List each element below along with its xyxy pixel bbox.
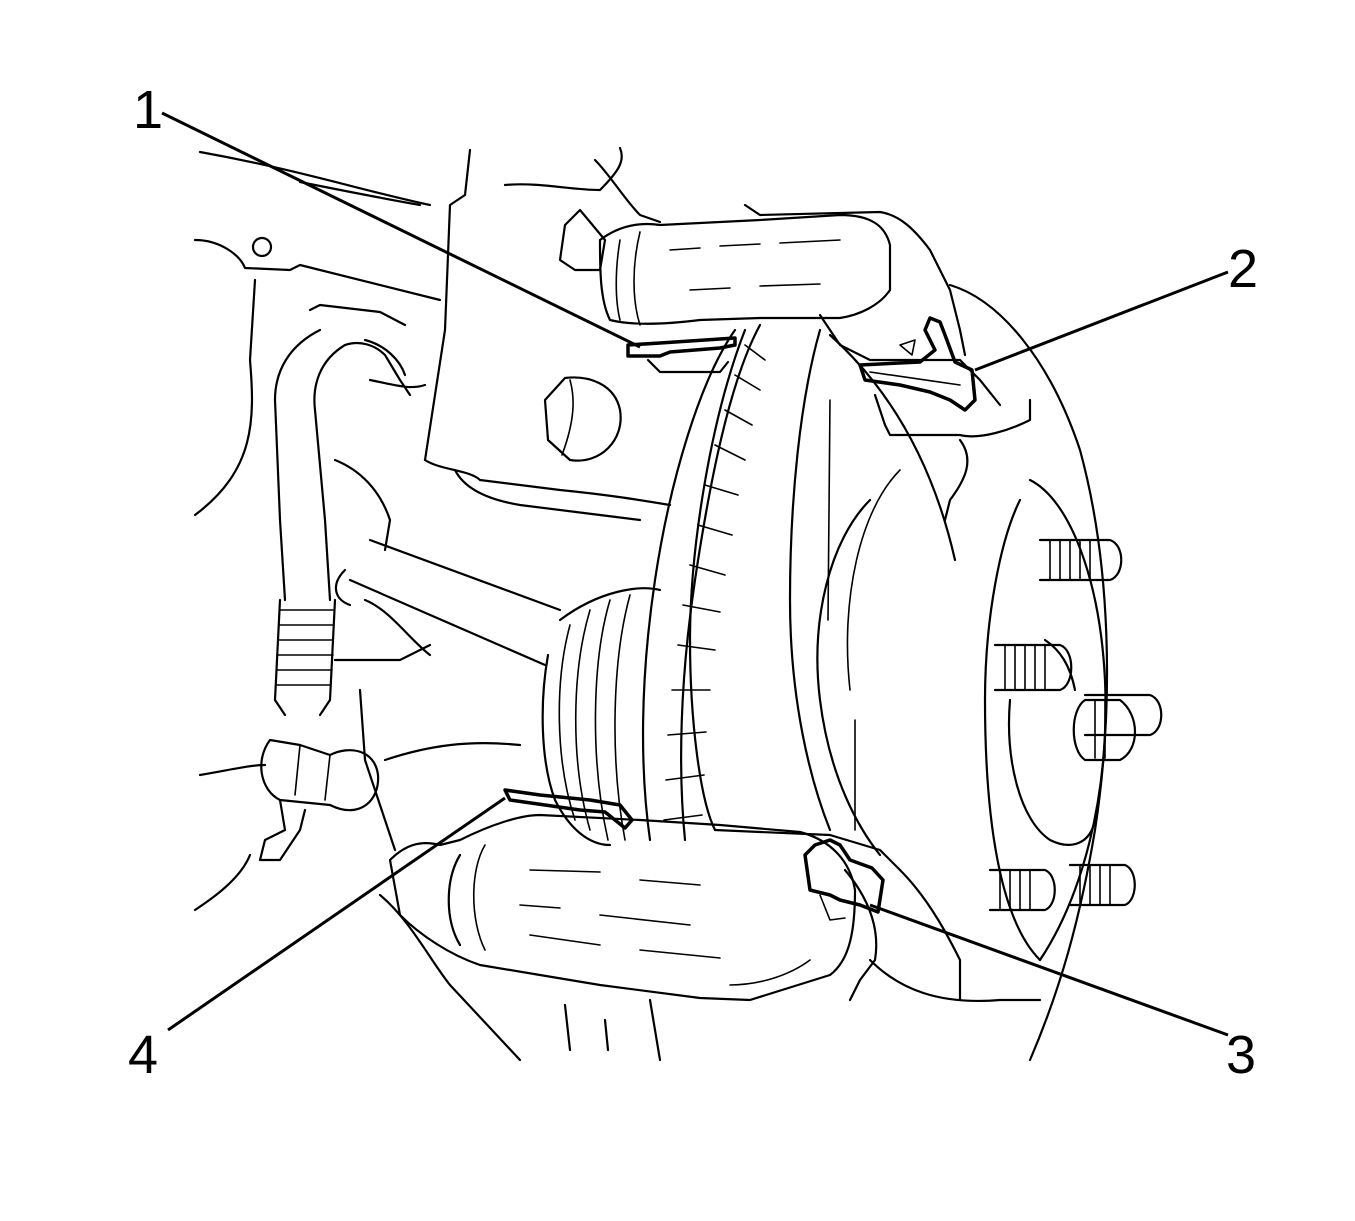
callout-4: 4 — [128, 1025, 158, 1085]
wheel-hub — [983, 478, 1163, 962]
suspension-background — [193, 146, 672, 1062]
upper-outer-pad-clip — [858, 316, 977, 412]
leader-line-4 — [167, 796, 506, 1032]
wheel-stud-3 — [1072, 693, 1163, 762]
leader-line-2 — [974, 270, 1229, 372]
upper-inner-pad-clip — [626, 336, 737, 374]
callout-labels: 1 2 3 4 — [128, 80, 1258, 1085]
caliper-bracket — [688, 203, 1032, 1002]
callout-2: 2 — [1228, 239, 1258, 299]
leader-line-3 — [869, 903, 1229, 1037]
leader-lines — [161, 111, 1229, 1037]
wheel-stud-2 — [993, 643, 1073, 692]
leader-line-1 — [161, 111, 641, 349]
upper-guide-pin-boot — [558, 208, 892, 326]
wheel-stud-1 — [1038, 538, 1123, 582]
callout-1: 1 — [133, 80, 163, 140]
wheel-stud-5 — [1068, 863, 1136, 907]
brake-rotor — [641, 283, 1109, 1062]
brake-hose — [258, 303, 427, 862]
lower-outer-pad-clip — [803, 838, 885, 921]
callout-3: 3 — [1226, 1025, 1256, 1085]
cv-boot — [541, 587, 662, 847]
lower-guide-pin-boot — [388, 813, 857, 1002]
wheel-stud-4 — [988, 868, 1056, 912]
lower-inner-pad-clip — [503, 788, 634, 830]
